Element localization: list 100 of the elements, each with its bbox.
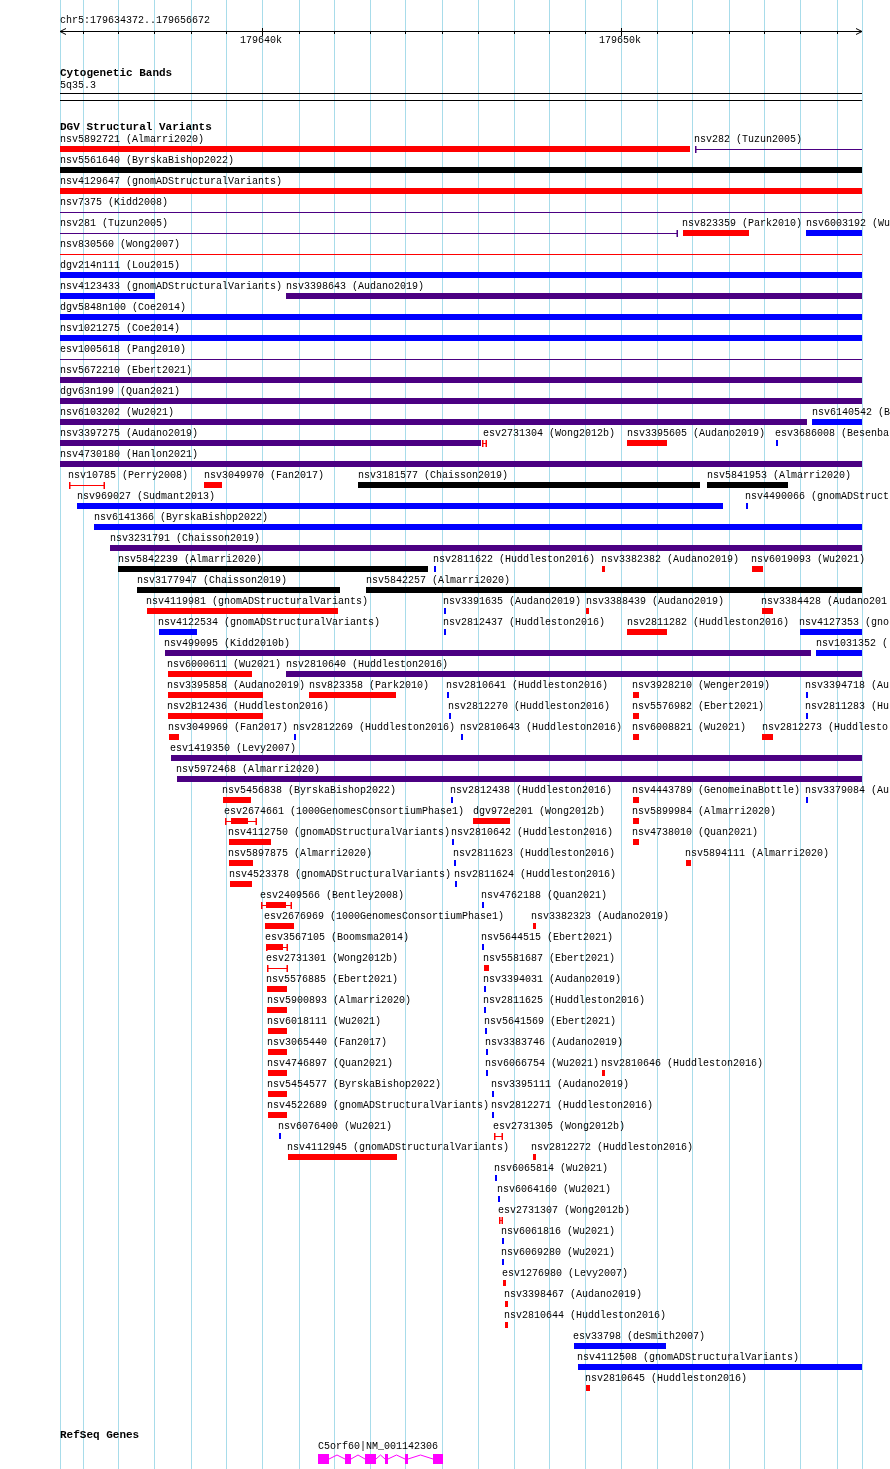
variant-label: nsv5842257 (Almarri2020) [366, 575, 511, 587]
variant-label: dgv214n111 (Lou2015) [60, 260, 181, 272]
variant-label: nsv6000611 (Wu2021) [167, 659, 282, 671]
variant-label: nsv3382323 (Audano2019) [531, 911, 670, 923]
variant-label: nsv5972468 (Almarri2020) [176, 764, 321, 776]
variant-label: nsv3379084 (Au [805, 785, 889, 797]
variant-label: nsv2811622 (Huddleston2016) [433, 554, 596, 566]
variant-label: nsv2812273 (Huddlesto [762, 722, 889, 734]
variant-label: esv2409566 (Bentley2008) [260, 890, 405, 902]
variant-label: esv2676969 (1000GenomesConsortiumPhase1) [264, 911, 505, 923]
variant-label: nsv2810646 (Huddleston2016) [601, 1058, 764, 1070]
variant-label: nsv2811282 (Huddleston2016) [627, 617, 790, 629]
variant-label: nsv3049969 (Fan2017) [168, 722, 289, 734]
variant-label: nsv5581687 (Ebert2021) [483, 953, 616, 965]
variant-label: nsv4738010 (Quan2021) [632, 827, 759, 839]
variant-label: nsv2810644 (Huddleston2016) [504, 1310, 667, 1322]
variant-label: esv2731305 (Wong2012b) [493, 1121, 626, 1133]
variant-label: nsv3395605 (Audano2019) [627, 428, 766, 440]
variant-label: nsv6019093 (Wu2021) [751, 554, 866, 566]
variant-label: esv2731301 (Wong2012b) [266, 953, 399, 965]
tick-label: 179650k [599, 35, 641, 47]
variant-label: nsv5892721 (Almarri2020) [60, 134, 205, 146]
variant-label: esv1419350 (Levy2007) [170, 743, 297, 755]
variant-label: nsv3398643 (Audano2019) [286, 281, 425, 293]
variant-label: nsv4112750 (gnomADStructuralVariants) [228, 827, 451, 839]
variant-label: nsv3394031 (Audano2019) [483, 974, 622, 986]
variant-label: nsv6061816 (Wu2021) [501, 1226, 616, 1238]
variant-label: nsv6065814 (Wu2021) [494, 1163, 609, 1175]
variant-label: nsv4123433 (gnomADStructuralVariants) [60, 281, 283, 293]
variant-label: nsv1031352 ( [816, 638, 888, 650]
coordinate-label: chr5:179634372..179656672 [60, 15, 211, 27]
band-label: 5q35.3 [60, 80, 96, 92]
variant-label: esv2674661 (1000GenomesConsortiumPhase1) [224, 806, 465, 818]
variant-label: nsv6076400 (Wu2021) [278, 1121, 393, 1133]
variant-label: nsv2810641 (Huddleston2016) [446, 680, 609, 692]
variant-label: nsv3382382 (Audano2019) [601, 554, 740, 566]
variant-label: nsv4523378 (gnomADStructuralVariants) [229, 869, 452, 881]
variant-label: nsv5897875 (Almarri2020) [228, 848, 373, 860]
variant-label: dgv972e201 (Wong2012b) [473, 806, 606, 818]
tick-label: 179640k [240, 35, 282, 47]
variant-label: nsv6140542 (B [812, 407, 890, 419]
variant-label: nsv5641569 (Ebert2021) [484, 1016, 617, 1028]
variant-label: nsv4112945 (gnomADStructuralVariants) [287, 1142, 510, 1154]
variant-label: esv3686008 (Besenba [775, 428, 890, 440]
variant-label: nsv5900893 (Almarri2020) [267, 995, 412, 1007]
variant-label: nsv969027 (Sudmant2013) [77, 491, 216, 503]
variant-label: nsv823358 (Park2010) [309, 680, 430, 692]
variant-label: nsv7375 (Kidd2008) [60, 197, 169, 209]
variant-label: nsv2811624 (Huddleston2016) [454, 869, 617, 881]
variant-label: nsv830560 (Wong2007) [60, 239, 181, 251]
variant-label: nsv3181577 (Chaisson2019) [358, 470, 509, 482]
variant-label: nsv2812436 (Huddleston2016) [167, 701, 330, 713]
variant-label: nsv5454577 (ByrskaBishop2022) [267, 1079, 442, 1091]
variant-label: nsv2810640 (Huddleston2016) [286, 659, 449, 671]
variant-label: nsv6018111 (Wu2021) [267, 1016, 382, 1028]
variant-label: nsv3049970 (Fan2017) [204, 470, 325, 482]
variant-label: nsv5644515 (Ebert2021) [481, 932, 614, 944]
variant-label: nsv4522689 (gnomADStructuralVariants) [267, 1100, 490, 1112]
variant-label: nsv2812271 (Huddleston2016) [491, 1100, 654, 1112]
variant-label: nsv4122534 (gnomADStructuralVariants) [158, 617, 381, 629]
track-title: RefSeq Genes [60, 1429, 140, 1441]
track-title: DGV Structural Variants [60, 121, 212, 133]
variant-label: nsv4129647 (gnomADStructuralVariants) [60, 176, 283, 188]
variant-label: esv1005618 (Pang2010) [60, 344, 187, 356]
variant-label: nsv5894111 (Almarri2020) [685, 848, 830, 860]
variant-label: nsv4762188 (Quan2021) [481, 890, 608, 902]
variant-label: esv3567105 (Boomsma2014) [265, 932, 410, 944]
variant-label: nsv3391635 (Audano2019) [443, 596, 582, 608]
variant-label: nsv3928210 (Wenger2019) [632, 680, 771, 692]
variant-label: nsv499095 (Kidd2010b) [164, 638, 291, 650]
variant-label: nsv3065440 (Fan2017) [267, 1037, 388, 1049]
track-title: Cytogenetic Bands [60, 67, 173, 79]
variant-label: nsv6066754 (Wu2021) [485, 1058, 600, 1070]
variant-label: nsv2812270 (Huddleston2016) [448, 701, 611, 713]
variant-label: dgv63n199 (Quan2021) [60, 386, 181, 398]
variant-label: nsv2811625 (Huddleston2016) [483, 995, 646, 1007]
variant-label: nsv281 (Tuzun2005) [60, 218, 169, 230]
variant-label: nsv5842239 (Almarri2020) [118, 554, 263, 566]
variant-label: nsv3395111 (Audano2019) [491, 1079, 630, 1091]
variant-label: nsv5561640 (ByrskaBishop2022) [60, 155, 235, 167]
variant-label: nsv5672210 (Ebert2021) [60, 365, 193, 377]
variant-label: nsv4112508 (gnomADStructuralVariants) [577, 1352, 800, 1364]
variant-label: nsv2812272 (Huddleston2016) [531, 1142, 694, 1154]
variant-label: nsv2812438 (Huddleston2016) [450, 785, 613, 797]
variant-label: nsv2812269 (Huddleston2016) [293, 722, 456, 734]
variant-label: nsv2810645 (Huddleston2016) [585, 1373, 748, 1385]
variant-label: nsv2810643 (Huddleston2016) [460, 722, 623, 734]
variant-label: nsv6064160 (Wu2021) [497, 1184, 612, 1196]
variant-label: nsv4746897 (Quan2021) [267, 1058, 394, 1070]
variant-label: nsv2811623 (Huddleston2016) [453, 848, 616, 860]
variant-label: nsv4443789 (GenomeinaBottle) [632, 785, 801, 797]
variant-label: esv2731307 (Wong2012b) [498, 1205, 631, 1217]
variant-label: nsv6003192 (Wu [806, 218, 890, 230]
variant-label: nsv3397275 (Audano2019) [60, 428, 199, 440]
variant-label: esv2731304 (Wong2012b) [483, 428, 616, 440]
variant-label: nsv6069280 (Wu2021) [501, 1247, 616, 1259]
variant-label: esv33798 (deSmith2007) [573, 1331, 706, 1343]
variant-label: esv1276980 (Levy2007) [502, 1268, 629, 1280]
variant-label: nsv6141366 (ByrskaBishop2022) [94, 512, 269, 524]
variant-label: nsv2812437 (Huddleston2016) [443, 617, 606, 629]
